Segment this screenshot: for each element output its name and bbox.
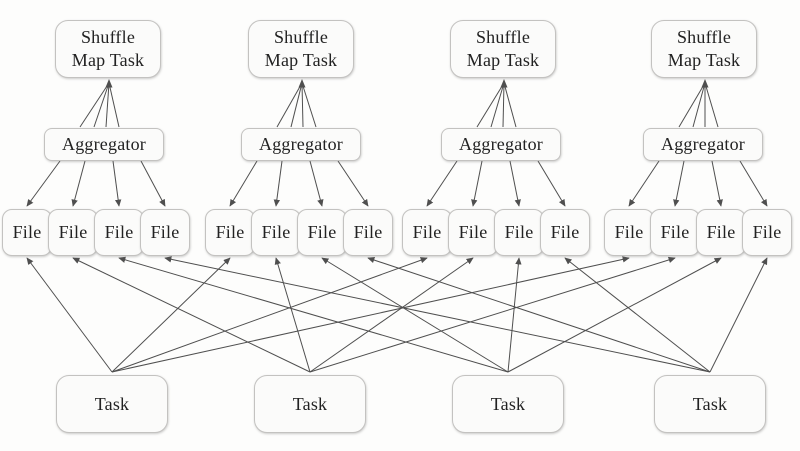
file-box: File — [205, 209, 255, 256]
file-box: File — [297, 209, 347, 256]
file-box: File — [494, 209, 544, 256]
task-box: Task — [654, 375, 766, 433]
file-box: File — [343, 209, 393, 256]
file-box: File — [540, 209, 590, 256]
shuffle-map-task-box: Shuffle Map Task — [651, 20, 757, 78]
file-box: File — [742, 209, 792, 256]
file-box: File — [402, 209, 452, 256]
aggregator-box: Aggregator — [441, 128, 561, 161]
aggregator-box: Aggregator — [643, 128, 763, 161]
shuffle-map-task-box: Shuffle Map Task — [450, 20, 556, 78]
aggregator-box: Aggregator — [241, 128, 361, 161]
file-box: File — [604, 209, 654, 256]
file-box: File — [2, 209, 52, 256]
file-box: File — [448, 209, 498, 256]
task-box: Task — [56, 375, 168, 433]
aggregator-box: Aggregator — [44, 128, 164, 161]
task-box: Task — [254, 375, 366, 433]
file-box: File — [94, 209, 144, 256]
task-box: Task — [452, 375, 564, 433]
file-box: File — [251, 209, 301, 256]
file-box: File — [48, 209, 98, 256]
shuffle-map-task-box: Shuffle Map Task — [55, 20, 161, 78]
file-box: File — [696, 209, 746, 256]
file-box: File — [650, 209, 700, 256]
file-box: File — [140, 209, 190, 256]
shuffle-map-task-box: Shuffle Map Task — [248, 20, 354, 78]
